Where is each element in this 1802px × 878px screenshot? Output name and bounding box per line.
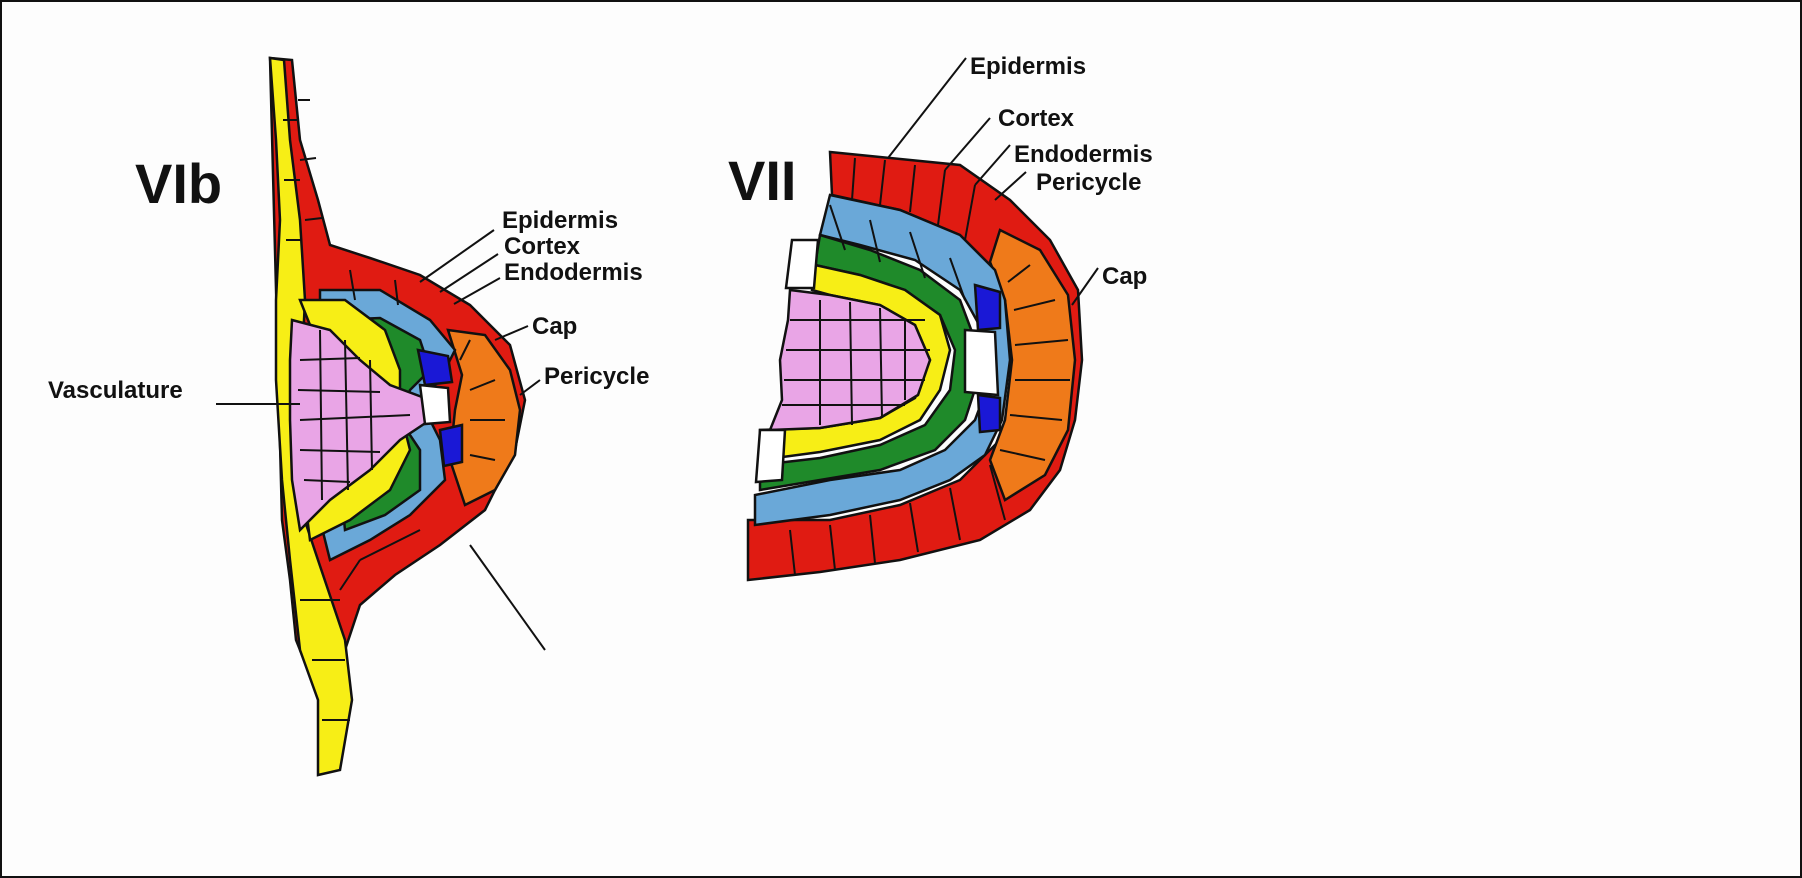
vii-white-cell — [965, 330, 998, 395]
vii-label-epidermis: Epidermis — [970, 53, 1086, 80]
vib-label-epidermis: Epidermis — [502, 207, 618, 234]
stage-vii-diagram — [748, 152, 1082, 580]
vii-white-cell — [756, 430, 785, 482]
vii-label-cortex: Cortex — [998, 105, 1075, 132]
vib-pericycle-cell — [418, 350, 452, 385]
vib-label-cap: Cap — [532, 313, 577, 340]
vii-pericycle-cell — [978, 395, 1000, 432]
stage-vib-diagram — [270, 58, 525, 775]
vii-white-cell — [786, 240, 818, 288]
vib-label-pericycle: Pericycle — [544, 363, 649, 390]
vii-pericycle-cell — [975, 285, 1000, 330]
vib-label-endodermis: Endodermis — [504, 259, 643, 286]
vii-label-cap: Cap — [1102, 263, 1147, 290]
vib-label-vasculature: Vasculature — [48, 377, 183, 404]
stage-vib-title: VIb — [135, 152, 222, 215]
vib-label-cortex: Cortex — [504, 233, 581, 260]
vib-white-cell — [420, 385, 450, 424]
vib-pericycle-cell — [440, 425, 462, 466]
vii-label-pericycle: Pericycle — [1036, 169, 1141, 196]
stage-vii-title: VII — [728, 149, 796, 212]
vii-label-endodermis: Endodermis — [1014, 141, 1153, 168]
